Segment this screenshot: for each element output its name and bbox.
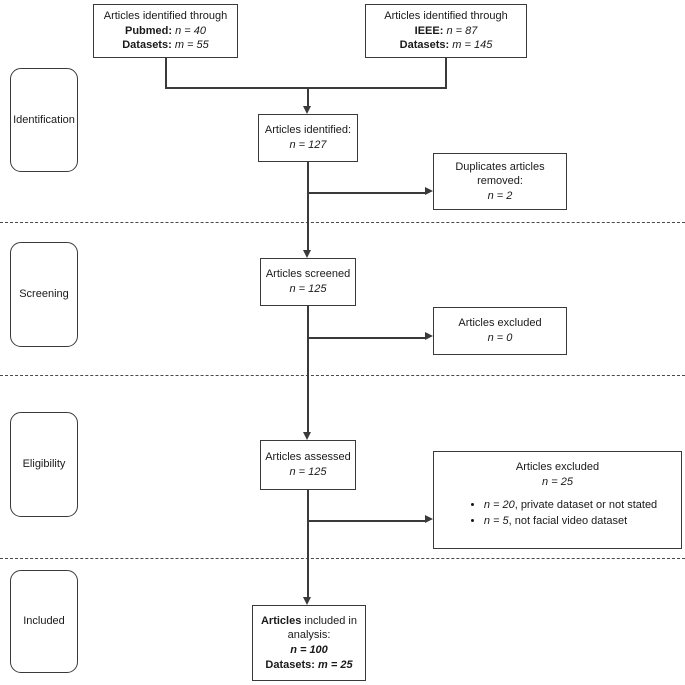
stage-identification: Identification: [10, 68, 78, 172]
flow-box-assessed: Articles assessed n = 125: [260, 440, 356, 490]
excluded-screening-count: n = 0: [487, 332, 513, 344]
connector-to-excluded-screening: [307, 337, 425, 339]
identified-count: n = 127: [289, 139, 327, 151]
identified-title: Articles identified:: [264, 124, 352, 137]
source-box-ieee: Articles identified through IEEE: n = 87…: [365, 4, 527, 58]
connector-identified-screened: [307, 162, 309, 251]
exclusion-reason: n = 5, not facial video dataset: [484, 514, 657, 529]
arrowhead-included: [303, 597, 311, 605]
screened-title: Articles screened: [265, 268, 351, 281]
side-box-excluded-screening: Articles excluded n = 0: [433, 307, 567, 355]
flow-box-identified: Articles identified: n = 127: [258, 114, 358, 162]
stage-included-label: Included: [23, 615, 65, 628]
duplicates-line1: Duplicates articles: [455, 160, 545, 173]
connector-into-identified: [307, 87, 309, 108]
side-box-excluded-eligibility: Articles excluded n = 25 n = 20, private…: [433, 451, 682, 549]
connector-merge-horizontal: [165, 87, 447, 89]
included-datasets: Datasets: m = 25: [265, 658, 353, 671]
excluded-eligibility-reasons: n = 20, private dataset or not stated n …: [458, 498, 657, 529]
excluded-eligibility-line1: Articles excluded: [515, 461, 600, 473]
duplicates-line2: removed:: [477, 175, 523, 188]
connector-ieee-down: [445, 58, 447, 88]
excluded-screening-line1: Articles excluded: [458, 317, 542, 330]
source-ieee-datasets: Datasets: m = 145: [399, 39, 493, 52]
connector-pubmed-down: [165, 58, 167, 88]
connector-to-duplicates: [307, 192, 425, 194]
source-pubmed-count: Pubmed: n = 40: [124, 24, 206, 37]
stage-screening-label: Screening: [19, 288, 69, 301]
included-line2: analysis:: [287, 629, 331, 642]
side-box-duplicates: Duplicates articles removed: n = 2: [433, 153, 567, 210]
separator-screening-eligibility: [0, 375, 685, 376]
stage-eligibility-label: Eligibility: [22, 458, 66, 471]
stage-included: Included: [10, 570, 78, 673]
arrowhead-assessed: [303, 432, 311, 440]
screened-count: n = 125: [289, 283, 327, 295]
separator-identification-screening: [0, 222, 685, 223]
stage-identification-label: Identification: [13, 113, 75, 126]
arrowhead-excluded-screening: [425, 332, 433, 340]
flow-box-screened: Articles screened n = 125: [260, 258, 356, 306]
stage-screening: Screening: [10, 242, 78, 347]
arrowhead-identified: [303, 106, 311, 114]
source-ieee-line1: Articles identified through: [384, 10, 508, 23]
arrowhead-duplicates: [425, 187, 433, 195]
source-box-pubmed: Articles identified through Pubmed: n = …: [93, 4, 238, 58]
source-ieee-count: IEEE: n = 87: [414, 24, 478, 37]
assessed-title: Articles assessed: [265, 451, 351, 464]
connector-assessed-included: [307, 490, 309, 598]
stage-eligibility: Eligibility: [10, 412, 78, 517]
flow-box-included: Articles included in analysis: n = 100 D…: [252, 605, 366, 681]
excluded-eligibility-count: n = 25: [542, 475, 573, 488]
source-pubmed-line1: Articles identified through: [103, 10, 228, 23]
included-title: Articles included in: [260, 614, 357, 627]
arrowhead-excluded-eligibility: [425, 515, 433, 523]
included-count: n = 100: [290, 644, 328, 656]
source-pubmed-datasets: Datasets: m = 55: [122, 39, 209, 52]
separator-eligibility-included: [0, 558, 685, 559]
connector-screened-assessed: [307, 306, 309, 433]
exclusion-reason: n = 20, private dataset or not stated: [484, 498, 657, 513]
duplicates-count: n = 2: [487, 189, 513, 202]
arrowhead-screened: [303, 250, 311, 258]
connector-to-excluded-eligibility: [307, 520, 425, 522]
assessed-count: n = 125: [289, 466, 327, 478]
